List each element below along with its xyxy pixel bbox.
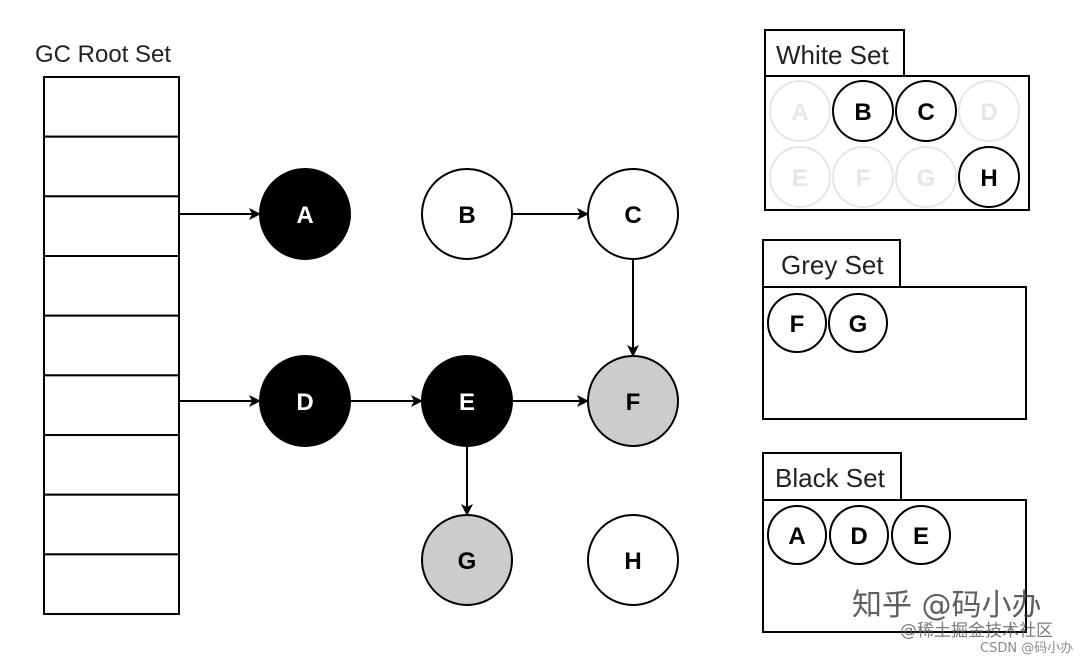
set-item-D: D <box>958 80 1020 142</box>
set-item-label: D <box>850 523 867 550</box>
gc-root-slot <box>43 76 180 138</box>
set-item-label: A <box>791 99 808 126</box>
set-item-D: D <box>829 505 889 565</box>
set-item-circle <box>829 505 889 565</box>
set-item-label: C <box>917 99 934 126</box>
node-label: E <box>459 389 475 416</box>
node-circle <box>259 355 351 447</box>
white-set-title: White Set <box>776 40 889 70</box>
black-set-title: Black Set <box>775 463 886 493</box>
set-item-circle <box>832 146 894 208</box>
set-item-label: D <box>980 99 997 126</box>
gc-root-slot <box>43 135 180 198</box>
set-item-G: G <box>895 146 957 208</box>
set-item-circle <box>769 80 831 142</box>
set-item-E: E <box>769 146 831 208</box>
gc-root-slots <box>43 76 180 616</box>
set-item-label: E <box>913 523 929 550</box>
set-item-A: A <box>767 505 827 565</box>
node-A: A <box>259 168 351 260</box>
gc-root-slot <box>43 314 180 377</box>
gc-root-slot <box>43 374 180 437</box>
node-B: B <box>421 168 513 260</box>
watermark: 知乎 @码小办 @稀土掘金技术社区 CSDN @码小办 <box>852 588 1073 656</box>
node-circle <box>421 355 513 447</box>
node-C: C <box>587 168 679 260</box>
set-item-circle <box>769 146 831 208</box>
set-item-circle <box>767 293 827 353</box>
set-item-label: F <box>856 165 871 192</box>
set-item-circle <box>958 146 1020 208</box>
node-label: D <box>296 389 313 416</box>
set-item-A: A <box>769 80 831 142</box>
node-F: F <box>587 355 679 447</box>
set-item-label: A <box>788 523 805 550</box>
node-D: D <box>259 355 351 447</box>
white-set-tab <box>764 29 905 77</box>
gc-root-slot <box>43 553 180 616</box>
set-item-circle <box>895 80 957 142</box>
node-label: G <box>458 548 477 575</box>
set-item-F: F <box>767 293 827 353</box>
set-item-circle <box>828 293 888 353</box>
gc-root-slot <box>43 255 180 317</box>
node-circle <box>587 514 679 606</box>
white-set-items: A B C D E F G H <box>769 80 1020 208</box>
set-item-circle <box>767 505 827 565</box>
node-circle <box>421 514 513 606</box>
node-label: A <box>296 202 313 229</box>
grey-set-title: Grey Set <box>781 250 884 280</box>
grey-set-tab <box>762 239 901 288</box>
node-label: B <box>458 202 475 229</box>
node-label: H <box>624 548 641 575</box>
node-H: H <box>587 514 679 606</box>
black-set: Black Set A D E <box>762 452 1027 633</box>
set-item-label: G <box>849 311 868 338</box>
gc-root-set: GC Root Set <box>35 41 180 616</box>
set-item-circle <box>891 505 951 565</box>
node-G: G <box>421 514 513 606</box>
node-circle <box>587 355 679 447</box>
set-item-circle <box>958 80 1020 142</box>
gc-root-slot <box>43 434 180 496</box>
set-item-E: E <box>891 505 951 565</box>
white-set: White Set A B C D E F G H <box>764 29 1030 211</box>
graph-nodes: A B C D E F G H <box>259 168 679 606</box>
set-item-label: B <box>854 99 871 126</box>
set-item-label: E <box>792 165 808 192</box>
node-label: F <box>626 389 641 416</box>
set-item-G: G <box>828 293 888 353</box>
set-item-H: H <box>958 146 1020 208</box>
gc-root-slot <box>43 195 180 258</box>
set-item-F: F <box>832 146 894 208</box>
node-E: E <box>421 355 513 447</box>
set-item-C: C <box>895 80 957 142</box>
set-item-circle <box>832 80 894 142</box>
node-circle <box>587 168 679 260</box>
gc-root-slot <box>43 493 180 556</box>
black-set-tab <box>762 452 902 501</box>
set-item-label: H <box>980 165 997 192</box>
watermark-tiny: CSDN @码小办 <box>980 641 1073 656</box>
gc-root-title: GC Root Set <box>35 41 171 68</box>
set-item-circle <box>895 146 957 208</box>
set-item-label: G <box>917 165 936 192</box>
watermark-sub: @稀土掘金技术社区 <box>900 621 1053 641</box>
set-item-label: F <box>790 311 805 338</box>
watermark-main: 知乎 @码小办 <box>852 588 1042 623</box>
set-item-B: B <box>832 80 894 142</box>
node-circle <box>259 168 351 260</box>
graph-edges <box>179 208 639 516</box>
node-label: C <box>624 202 641 229</box>
node-circle <box>421 168 513 260</box>
